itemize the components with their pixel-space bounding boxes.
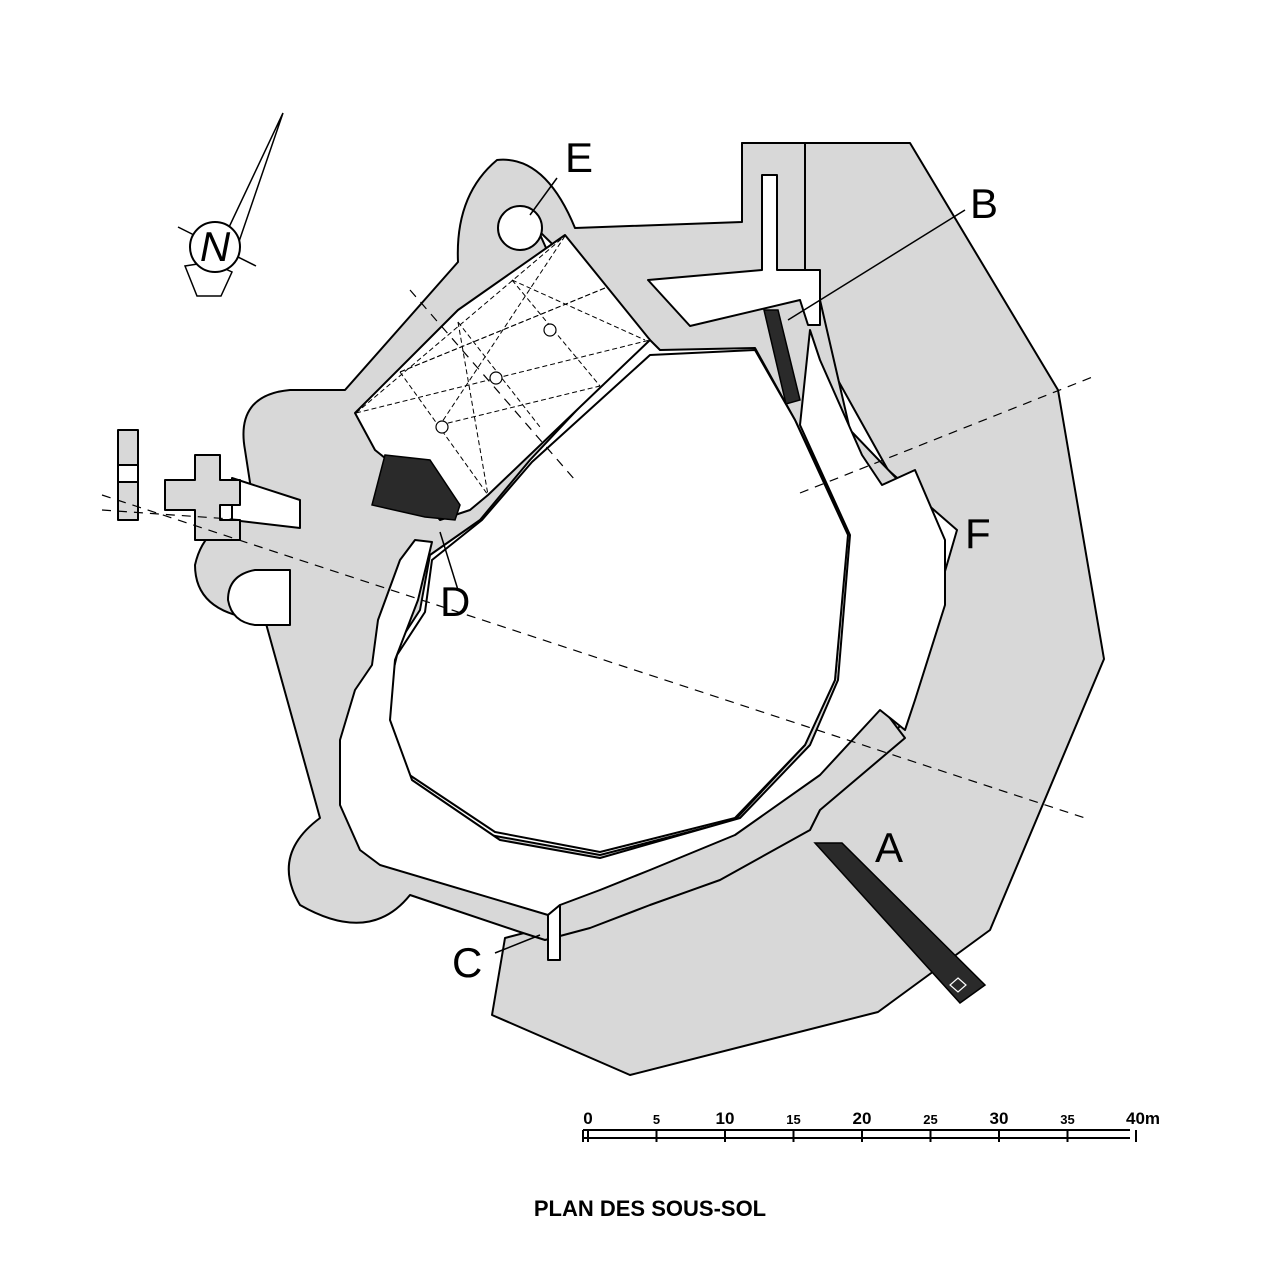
- scale-label: 40m: [1126, 1109, 1160, 1128]
- scale-bar: 0 5 10 15 20 25 30 35 40m: [582, 1109, 1160, 1142]
- plan-caption: PLAN DES SOUS-SOL: [533, 1196, 767, 1221]
- staircase-D: [371, 454, 461, 521]
- south-cell: [547, 904, 561, 961]
- staircase-B: [763, 309, 801, 405]
- west-gate: [117, 429, 301, 541]
- scale-label: 25: [923, 1112, 937, 1127]
- gallery-corridor: [339, 329, 946, 916]
- west-tower-room: [227, 569, 291, 626]
- tower-E: [497, 205, 543, 251]
- scale-label: 5: [653, 1112, 660, 1127]
- vault-ribs: [355, 235, 651, 496]
- scale-label: 15: [786, 1112, 800, 1127]
- north-passage: [647, 174, 821, 327]
- label-C: C: [452, 939, 482, 986]
- north-label: N: [200, 223, 231, 270]
- staircase-A: [813, 842, 987, 1005]
- label-A: A: [875, 824, 903, 871]
- scale-label: 20: [853, 1109, 872, 1128]
- label-E: E: [565, 134, 593, 181]
- scale-label: 35: [1060, 1112, 1074, 1127]
- north-arrow: N: [177, 112, 284, 297]
- scale-label: 30: [990, 1109, 1009, 1128]
- scale-label: 0: [583, 1109, 592, 1128]
- label-D: D: [440, 578, 470, 625]
- label-B: B: [970, 180, 998, 227]
- label-F: F: [965, 510, 991, 557]
- courtyard: [383, 349, 849, 853]
- scale-label: 10: [716, 1109, 735, 1128]
